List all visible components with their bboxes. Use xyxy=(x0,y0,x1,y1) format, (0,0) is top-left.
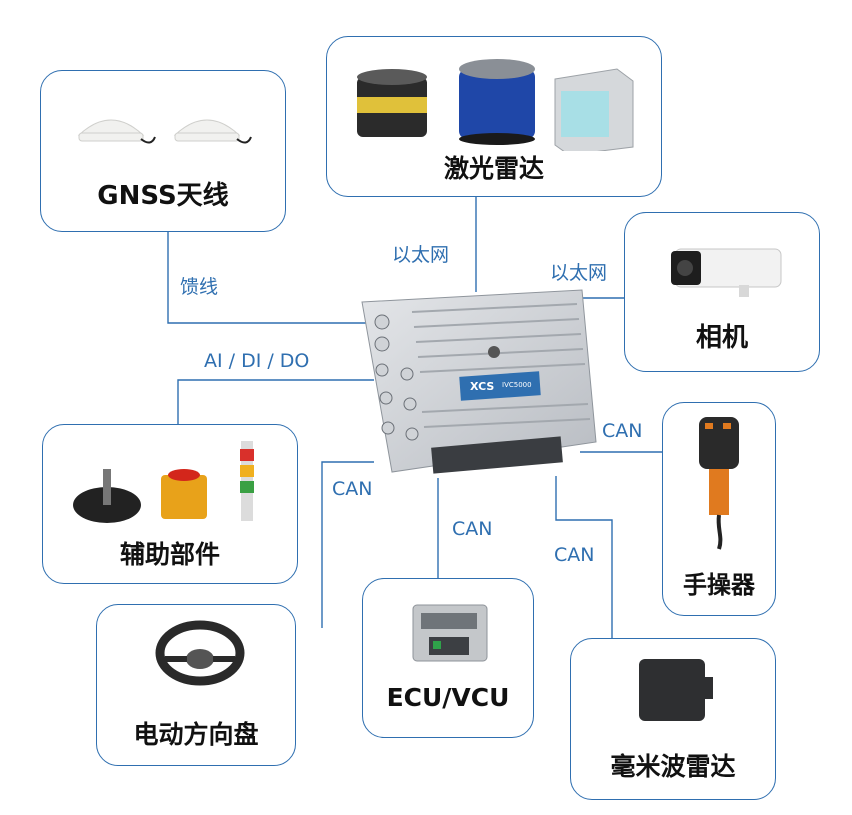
node-wheel: 电动方向盘 xyxy=(96,604,296,766)
node-gnss-title: GNSS天线 xyxy=(97,181,229,211)
link-label-joystick: CAN xyxy=(602,420,643,442)
node-camera-title: 相机 xyxy=(695,323,748,353)
link-label-wheel: CAN xyxy=(332,478,373,500)
node-joystick-title: 手操器 xyxy=(683,571,755,599)
handheld-controller-icon xyxy=(699,417,739,550)
link-label-radar: CAN xyxy=(554,544,595,566)
wire-gnss xyxy=(167,232,372,324)
link-label-gnss: 馈线 xyxy=(180,276,219,298)
controller-brand: XCS xyxy=(470,380,495,393)
lidar-icon xyxy=(357,59,634,151)
node-radar-title: 毫米波雷达 xyxy=(610,752,736,781)
steering-wheel-icon xyxy=(155,620,245,686)
node-ecu: ECU/VCU xyxy=(362,578,534,738)
node-wheel-title: 电动方向盘 xyxy=(133,720,259,749)
mmwave-radar-icon xyxy=(639,659,713,721)
gnss-antenna-icon xyxy=(77,119,252,144)
wire-aux xyxy=(177,379,374,424)
node-camera: 相机 xyxy=(624,212,820,372)
controller-model: IVC5000 xyxy=(502,381,532,389)
node-lidar-title: 激光雷达 xyxy=(443,154,544,183)
node-lidar: 激光雷达 xyxy=(326,36,662,197)
link-label-camera: 以太网 xyxy=(550,262,608,284)
node-ecu-title: ECU/VCU xyxy=(386,683,510,712)
node-radar: 毫米波雷达 xyxy=(570,638,776,800)
link-label-ecu: CAN xyxy=(452,518,493,540)
node-aux: 辅助部件 xyxy=(42,424,298,584)
link-label-aux: AI / DI / DO xyxy=(204,350,310,372)
aux-parts-icon xyxy=(73,441,254,523)
node-aux-title: 辅助部件 xyxy=(119,540,220,569)
wire-radar xyxy=(555,476,613,640)
node-joystick: 手操器 xyxy=(662,402,776,616)
controller-unit: XCS IVC5000 xyxy=(352,282,602,482)
wire-wheel xyxy=(321,461,374,628)
ecu-module-icon xyxy=(412,604,488,662)
camera-icon xyxy=(671,248,782,297)
link-label-lidar: 以太网 xyxy=(392,244,450,266)
node-gnss: GNSS天线 xyxy=(40,70,286,232)
